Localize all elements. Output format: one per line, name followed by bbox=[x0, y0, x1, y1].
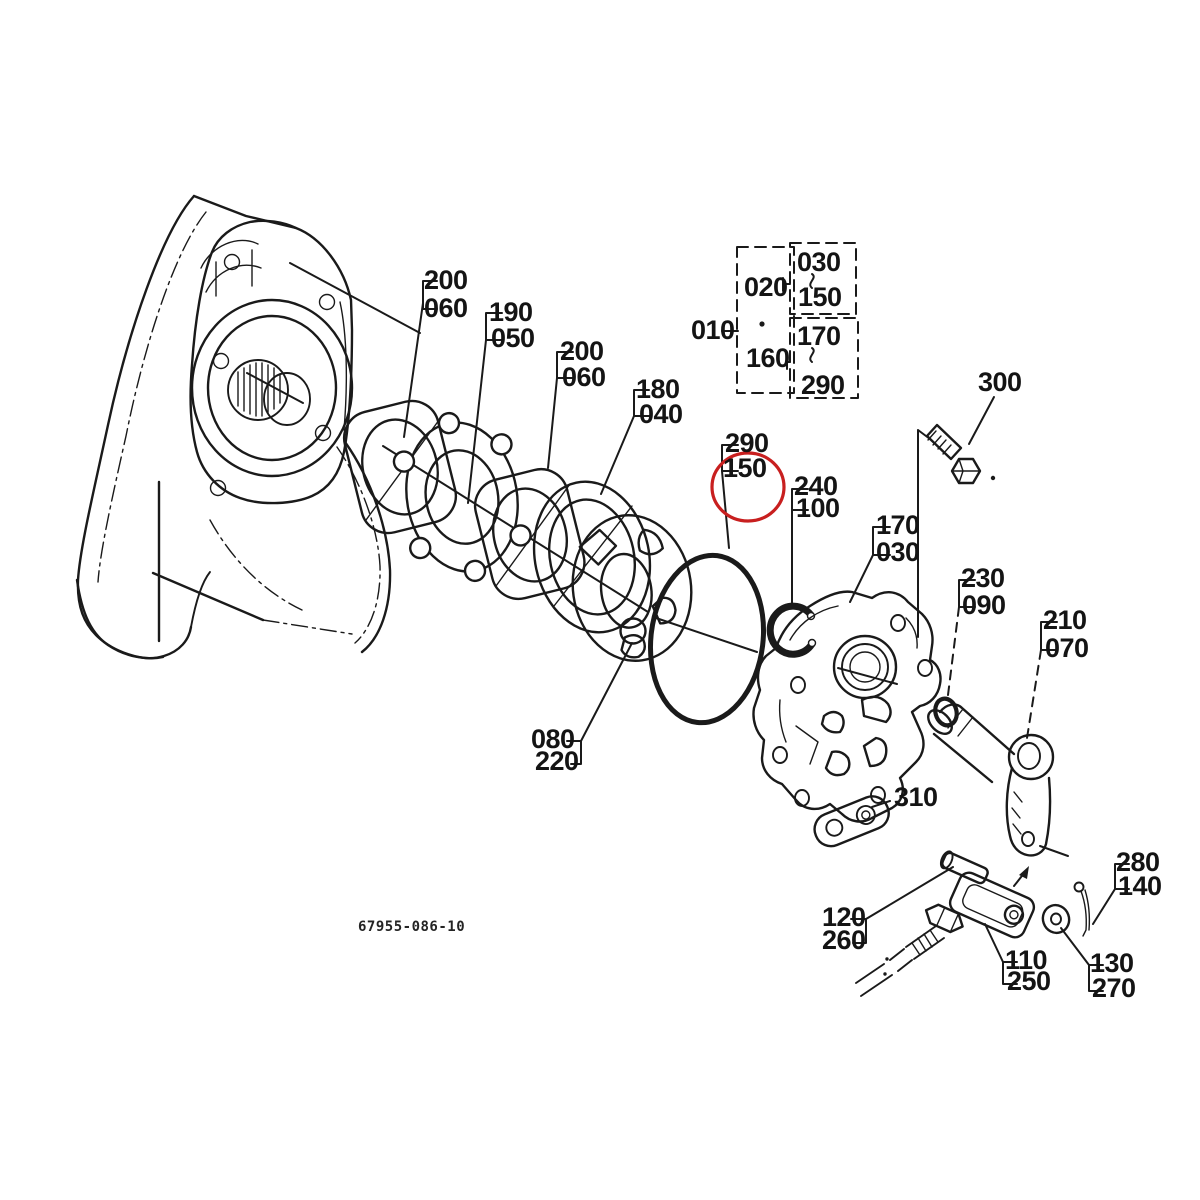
label-rotor-set-2: 040 bbox=[639, 399, 683, 429]
label-pump-cover-2: 030 bbox=[876, 537, 920, 567]
red-highlight-circle bbox=[710, 451, 786, 523]
snap-ring bbox=[766, 602, 817, 658]
label-small-o-ring-2: 090 bbox=[962, 590, 1006, 620]
washer-part bbox=[1041, 903, 1071, 935]
label-steel-ball-1: 080 bbox=[531, 724, 575, 754]
label-clevis-pin-2: 260 bbox=[822, 925, 866, 955]
mounting-bolt bbox=[925, 423, 982, 485]
label-rear-gasket-1: 200 bbox=[560, 336, 604, 366]
label-rod-clevis-2: 250 bbox=[1007, 966, 1051, 996]
label-rod-clevis-1: 110 bbox=[1005, 945, 1047, 975]
cotter-pin-part bbox=[1073, 881, 1091, 937]
label-bolt: 300 bbox=[978, 367, 1022, 397]
lever-shaft bbox=[927, 703, 1055, 857]
drawing-number: 67955-086-10 bbox=[358, 919, 465, 935]
transmission-case bbox=[75, 194, 392, 660]
label-joint-plate: 310 bbox=[894, 782, 938, 812]
label-ref-010: 010 bbox=[691, 315, 735, 345]
label-ref-290: 290 bbox=[801, 370, 845, 400]
rear-gasket bbox=[473, 468, 586, 601]
label-snap-ring-1: 240 bbox=[794, 471, 838, 501]
label-ref-170: 170 bbox=[797, 321, 841, 351]
label-ref-020: 020 bbox=[744, 272, 788, 302]
label-lever-shaft-2: 070 bbox=[1045, 633, 1089, 663]
label-ref-030: 030 bbox=[797, 247, 841, 277]
small-o-ring bbox=[933, 696, 959, 728]
label-pump-cover-1: 170 bbox=[876, 510, 920, 540]
label-cotter-pin-2: 140 bbox=[1118, 871, 1162, 901]
label-large-o-ring-2: 150 bbox=[723, 453, 767, 483]
rod-clevis-part bbox=[855, 871, 1036, 997]
label-washer-2: 270 bbox=[1092, 973, 1136, 1003]
label-cam-plate-2: 050 bbox=[491, 323, 535, 353]
label-ref-160: 160 bbox=[746, 343, 790, 373]
joint-plate bbox=[813, 795, 890, 848]
clevis-pin-part bbox=[939, 850, 989, 885]
label-ref-150: 150 bbox=[798, 282, 842, 312]
label-clevis-pin-1: 120 bbox=[822, 902, 866, 932]
part-labels: 200 060 190 050 200 060 180 040 010 020 … bbox=[424, 247, 1162, 1003]
assembly-arrow bbox=[1013, 866, 1029, 887]
label-large-o-ring-1: 290 bbox=[725, 428, 769, 458]
label-front-gasket-2: 060 bbox=[424, 293, 468, 323]
steel-ball bbox=[619, 617, 647, 645]
label-rotor-set-1: 180 bbox=[636, 374, 680, 404]
pump-cover bbox=[752, 590, 942, 823]
label-cotter-pin-1: 280 bbox=[1116, 847, 1160, 877]
leader-lines bbox=[403, 242, 1130, 992]
label-front-gasket-1: 200 bbox=[424, 265, 468, 295]
rotor-set bbox=[532, 480, 693, 662]
label-small-o-ring-1: 230 bbox=[961, 563, 1005, 593]
label-snap-ring-2: 100 bbox=[796, 493, 840, 523]
label-cam-plate-1: 190 bbox=[489, 297, 533, 327]
label-washer-1: 130 bbox=[1090, 948, 1134, 978]
label-lever-shaft-1: 210 bbox=[1043, 605, 1087, 635]
assembly-axis-lines bbox=[246, 262, 1069, 857]
label-rear-gasket-2: 060 bbox=[562, 362, 606, 392]
large-o-ring bbox=[647, 552, 767, 726]
label-steel-ball-2: 220 bbox=[535, 746, 579, 776]
spline-hatching bbox=[237, 362, 281, 417]
cam-plate bbox=[392, 411, 532, 583]
